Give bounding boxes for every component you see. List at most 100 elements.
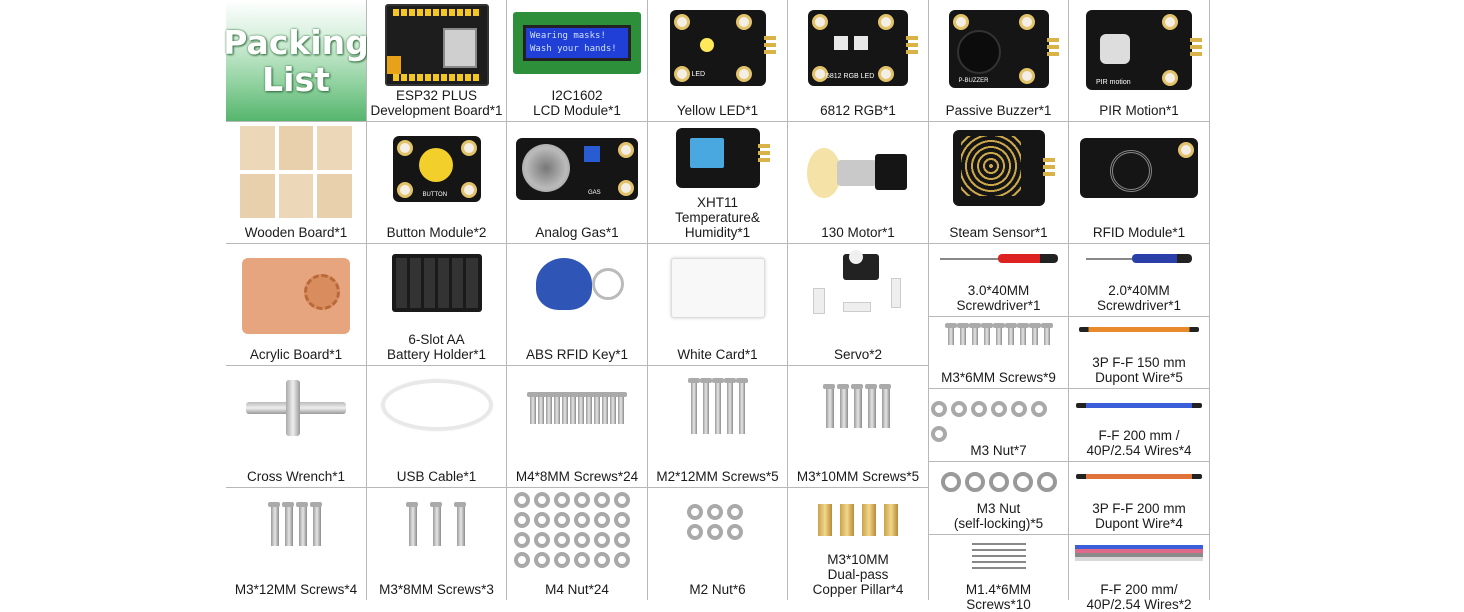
item-label: 3.0*40MM Screwdriver*1: [956, 283, 1041, 313]
acrylic-board-icon: [242, 258, 350, 334]
packing-list-title: Packing List: [223, 0, 369, 122]
item-label: 3P F-F 150 mm Dupont Wire*5: [1092, 355, 1186, 385]
motor-icon: [803, 130, 913, 210]
item-label: M3*6MM Screws*9: [941, 370, 1056, 385]
screws-icon: [823, 384, 893, 433]
item-label: Passive Buzzer*1: [945, 103, 1052, 118]
item-label: M3*8MM Screws*3: [379, 582, 494, 597]
item-label: Servo*2: [833, 347, 883, 362]
item-analog-gas: GAS Analog Gas*1: [507, 122, 648, 244]
usb-cable-icon: [381, 380, 492, 430]
wooden-board-icon: [240, 126, 352, 218]
item-label: 6812 RGB*1: [820, 103, 896, 118]
item-cross-wrench: Cross Wrench*1: [226, 366, 367, 488]
item-white-card: White Card*1: [648, 244, 788, 366]
button-module-icon: BUTTON: [392, 136, 481, 202]
item-m4-8mm-screws: M4*8MM Screws*24: [507, 366, 648, 488]
item-label: Yellow LED*1: [676, 103, 759, 118]
item-3p-150-dupont: 3P F-F 150 mm Dupont Wire*5: [1069, 317, 1210, 389]
item-label: 3P F-F 200 mm Dupont Wire*4: [1092, 501, 1186, 531]
rfid-module-icon: [1080, 138, 1198, 198]
item-m3-nut: M3 Nut*7: [929, 389, 1069, 462]
dupont-wire-icon: [1076, 474, 1202, 479]
ribbon-wire-icon: [1076, 403, 1202, 408]
item-temp-humidity: XHT11 Temperature& Humidity*1: [648, 122, 788, 244]
item-label: M4*8MM Screws*24: [515, 469, 639, 484]
item-label: 130 Motor*1: [821, 225, 895, 240]
cross-wrench-icon: [246, 380, 346, 436]
gas-sensor-icon: GAS: [516, 138, 638, 200]
dupont-wire-icon: [1079, 327, 1199, 332]
lcd-module-icon: Wearing masks! Wash your hands!: [513, 12, 641, 74]
item-label: M1.4*6MM Screws*10: [965, 582, 1032, 612]
item-m3-10mm-screws: M3*10MM Screws*5: [788, 366, 929, 488]
buzzer-icon: P-BUZZER: [948, 10, 1059, 88]
item-label: RFID Module*1: [1092, 225, 1186, 240]
board-silk-label: 6812 RGB LED: [826, 73, 875, 80]
item-label: M3*12MM Screws*4: [234, 582, 358, 597]
item-battery-holder: 6-Slot AA Battery Holder*1: [367, 244, 507, 366]
board-silk-label: PIR motion: [1096, 79, 1131, 86]
pir-icon: PIR motion: [1086, 10, 1202, 90]
board-silk-label: P-BUZZER: [958, 78, 989, 84]
item-label: 2.0*40MM Screwdriver*1: [1096, 283, 1182, 313]
item-m1-4-6mm-screws: M1.4*6MM Screws*10: [929, 535, 1069, 612]
packing-list-heading: Packing List: [223, 22, 369, 99]
item-m3-12mm-screws: M3*12MM Screws*4: [226, 488, 367, 600]
item-130-motor: 130 Motor*1: [788, 122, 929, 244]
rgb-led-icon: 6812 RGB LED: [808, 10, 918, 86]
item-label: M3*10MM Dual-pass Copper Pillar*4: [812, 552, 904, 597]
item-label: Steam Sensor*1: [949, 225, 1048, 240]
item-usb-cable: USB Cable*1: [367, 366, 507, 488]
item-label: M3 Nut (self-locking)*5: [953, 501, 1044, 531]
nuts-icon: [685, 502, 751, 542]
screws-icon: [944, 323, 1053, 350]
item-m4-nut: M4 Nut*24: [507, 488, 648, 600]
item-m3-8mm-screws: M3*8MM Screws*3: [367, 488, 507, 600]
item-steam-sensor: Steam Sensor*1: [929, 122, 1069, 244]
item-label: USB Cable*1: [396, 469, 477, 484]
ribbon-wire-icon: [1075, 545, 1203, 561]
item-rfid-module: RFID Module*1: [1069, 122, 1210, 244]
item-m3-6mm-screws: M3*6MM Screws*9: [929, 317, 1069, 389]
screwdriver-blue-icon: [1086, 254, 1192, 263]
item-m3-self-locking-nut: M3 Nut (self-locking)*5: [929, 462, 1069, 535]
item-yellow-led: LED Yellow LED*1: [648, 0, 788, 122]
item-rgb-led: 6812 RGB LED 6812 RGB*1: [788, 0, 929, 122]
white-card-icon: [670, 258, 765, 318]
item-label: White Card*1: [677, 347, 758, 362]
item-label: PIR Motion*1: [1099, 103, 1179, 118]
item-label: M4 Nut*24: [545, 582, 609, 597]
item-label: Analog Gas*1: [535, 225, 619, 240]
item-pir-motion: PIR motion PIR Motion*1: [1069, 0, 1210, 122]
packing-list-grid: Packing List ESP32 PLUS Development Boar…: [223, 0, 1210, 612]
item-label: F-F 200 mm/ 40P/2.54 Wires*2: [1086, 582, 1192, 612]
screws-icon: [401, 502, 473, 551]
item-screwdriver-2mm: 2.0*40MM Screwdriver*1: [1069, 244, 1210, 317]
item-label: 6-Slot AA Battery Holder*1: [386, 332, 487, 362]
item-rfid-key: ABS RFID Key*1: [507, 244, 648, 366]
item-wooden-board: Wooden Board*1: [226, 122, 367, 244]
item-label: Button Module*2: [386, 225, 487, 240]
nuts-icon: [512, 490, 642, 570]
screwdriver-red-icon: [939, 254, 1058, 263]
item-3p-200-dupont: 3P F-F 200 mm Dupont Wire*4: [1069, 462, 1210, 535]
item-label: M3*10MM Screws*5: [796, 469, 920, 484]
item-label: M2 Nut*6: [689, 582, 746, 597]
item-label: M2*12MM Screws*5: [656, 469, 779, 484]
temp-humidity-icon: [675, 128, 770, 188]
nuts-icon: [929, 399, 1068, 449]
item-m2-12mm-screws: M2*12MM Screws*5: [648, 366, 788, 488]
screws-icon: [971, 543, 1026, 569]
screws-icon: [268, 502, 324, 551]
lcd-line-2: Wash your hands!: [530, 44, 617, 54]
item-label: ESP32 PLUS Development Board*1: [370, 88, 503, 118]
item-esp32-board: ESP32 PLUS Development Board*1: [367, 0, 507, 122]
esp32-board-icon: [384, 4, 489, 86]
item-m2-nut: M2 Nut*6: [648, 488, 788, 600]
item-label: Wooden Board*1: [244, 225, 348, 240]
item-ff-200-40p-wires-4: F-F 200 mm / 40P/2.54 Wires*4: [1069, 389, 1210, 462]
servo-icon: [803, 248, 913, 324]
item-label: M3 Nut*7: [970, 443, 1027, 458]
yellow-led-icon: LED: [669, 10, 776, 86]
